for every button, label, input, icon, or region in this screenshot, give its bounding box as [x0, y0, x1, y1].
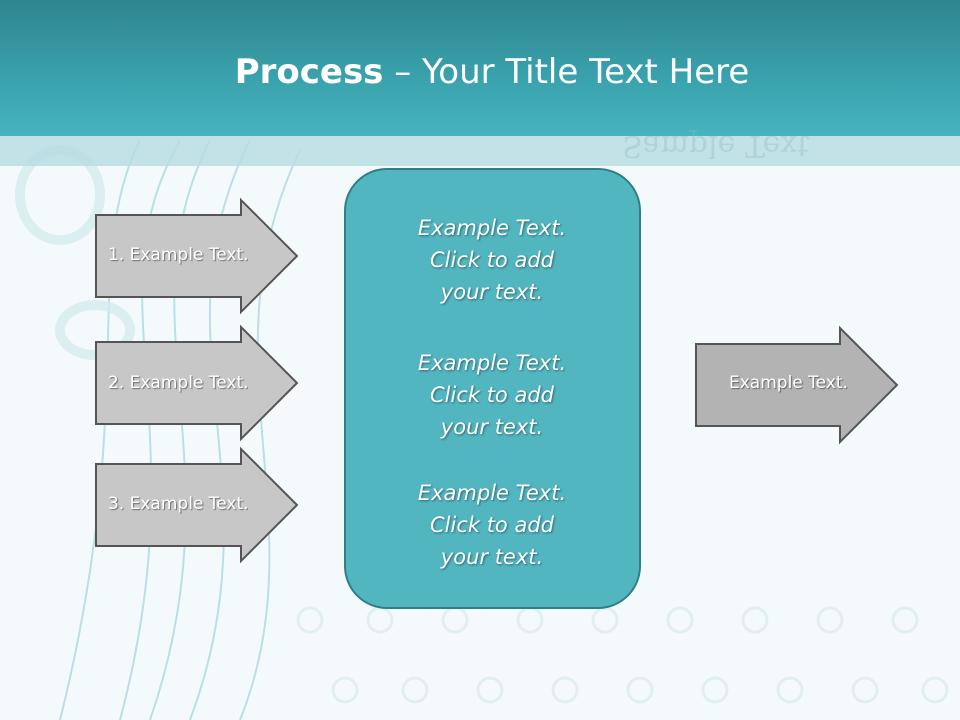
center-text-block-1: Example Text. Click to add your text.	[346, 212, 638, 308]
center-process-box[interactable]	[344, 168, 641, 609]
input-arrow-1[interactable]	[95, 197, 299, 315]
input-arrow-2[interactable]	[95, 324, 299, 442]
center-text-line: Example Text.	[417, 481, 567, 505]
input-label-1: 1. Example Text.	[108, 245, 249, 265]
center-text-block-3: Example Text. Click to add your text.	[346, 477, 638, 573]
center-text-line: your text.	[440, 545, 544, 569]
input-arrow-3[interactable]	[95, 446, 299, 564]
center-text-line: Click to add	[429, 383, 554, 407]
title-underband	[0, 136, 960, 166]
center-text-line: your text.	[440, 415, 544, 439]
input-label-3: 3. Example Text.	[108, 494, 249, 514]
center-text-line: your text.	[440, 280, 544, 304]
output-arrow[interactable]	[695, 325, 899, 445]
input-label-2: 2. Example Text.	[108, 373, 249, 393]
title-bold-part: Process	[234, 52, 384, 92]
center-text-line: Example Text.	[417, 216, 567, 240]
center-text-line: Click to add	[429, 248, 554, 272]
title-rest-part: – Your Title Text Here	[383, 52, 750, 92]
slide-title[interactable]: Process – Your Title Text Here	[0, 52, 960, 92]
center-text-block-2: Example Text. Click to add your text.	[346, 347, 638, 443]
title-bar	[0, 0, 960, 136]
center-text-line: Click to add	[429, 513, 554, 537]
center-text-line: Example Text.	[417, 351, 567, 375]
output-label: Example Text.	[729, 373, 848, 393]
